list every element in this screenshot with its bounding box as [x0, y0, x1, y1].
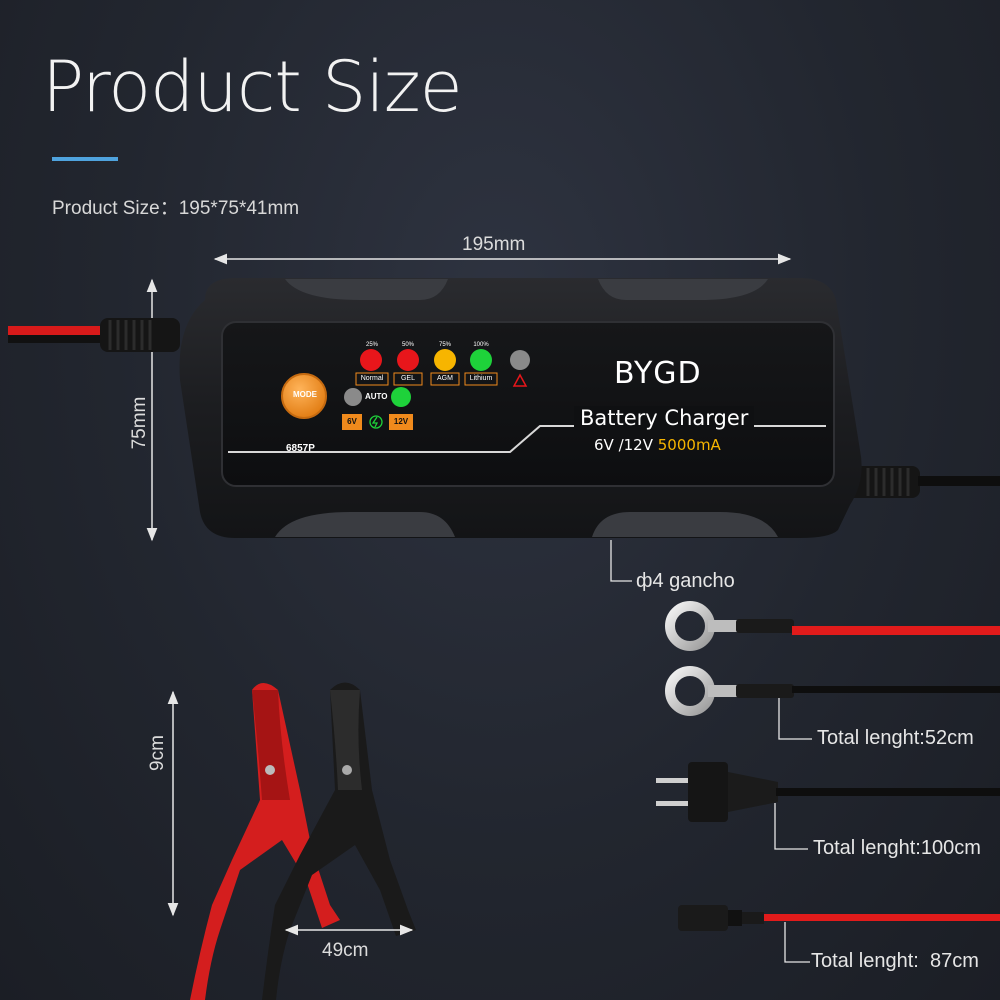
ac-plug: [656, 762, 1000, 822]
black-clamp: [262, 682, 416, 1000]
output-cable-right: [840, 466, 1000, 498]
led-auto-green: [391, 387, 411, 407]
led-agm-label: AGM: [437, 375, 453, 382]
sae-cable-callout: Total lenght: 87cm: [811, 950, 979, 972]
spec-current: 5000mA: [657, 436, 721, 454]
badge-12v: 12V: [393, 417, 409, 426]
input-cable-left: [8, 318, 180, 352]
led-auto-grey: [344, 388, 362, 406]
clamp-width-label: 49cm: [322, 940, 369, 961]
led-normal: [360, 349, 382, 371]
led-agm: [434, 349, 456, 371]
ring-leader-line: [778, 698, 812, 740]
title-accent-bar: [52, 157, 118, 161]
led-normal-label: Normal: [360, 375, 384, 382]
led-lithium-percent: 100%: [473, 342, 489, 348]
hook-callout: ф4 gancho: [636, 570, 735, 592]
ring-cable-callout: Total lenght:52cm: [817, 727, 974, 749]
led-gel: [397, 349, 419, 371]
led-lithium-label: Lithium: [469, 375, 493, 382]
plug-leader-line: [774, 803, 808, 850]
sae-leader-line: [784, 922, 810, 963]
product-name: Battery Charger: [574, 406, 755, 430]
led-indicators: [342, 349, 530, 430]
warning-icon: [512, 373, 528, 387]
led-gel-label: GEL: [400, 375, 415, 382]
page-title: Product Size: [42, 46, 463, 128]
hook-leader-line: [610, 540, 632, 582]
led-normal-percent: 25%: [365, 342, 378, 348]
brand-logo: BYGD: [614, 356, 702, 391]
sae-connector: [678, 905, 1000, 931]
red-clamp: [190, 683, 340, 1000]
charger-body: [179, 278, 862, 538]
led-status-grey: [510, 350, 530, 370]
mode-button[interactable]: [281, 373, 327, 419]
led-agm-percent: 75%: [438, 342, 451, 348]
model-number: 6857P: [286, 443, 315, 454]
width-dimension-label: 195mm: [462, 234, 526, 255]
badge-6v: 6V: [347, 417, 357, 426]
product-size-text: Product Size：195*75*41mm: [52, 198, 300, 219]
auto-label: AUTO: [365, 392, 388, 401]
plug-cable-callout: Total lenght:100cm: [813, 837, 981, 859]
spec-voltage: 6V /12V: [594, 436, 653, 454]
ring-terminal-black: [665, 666, 1000, 716]
led-lithium: [470, 349, 492, 371]
ring-terminal-red: [665, 601, 1000, 651]
mode-button-label: MODE: [293, 390, 317, 399]
lightning-icon: [369, 415, 383, 429]
product-spec: 6V /12V 5000mA: [594, 436, 721, 454]
height-dimension-label: 75mm: [129, 396, 150, 450]
clamp-height-label: 9cm: [147, 735, 168, 771]
led-gel-percent: 50%: [401, 342, 414, 348]
